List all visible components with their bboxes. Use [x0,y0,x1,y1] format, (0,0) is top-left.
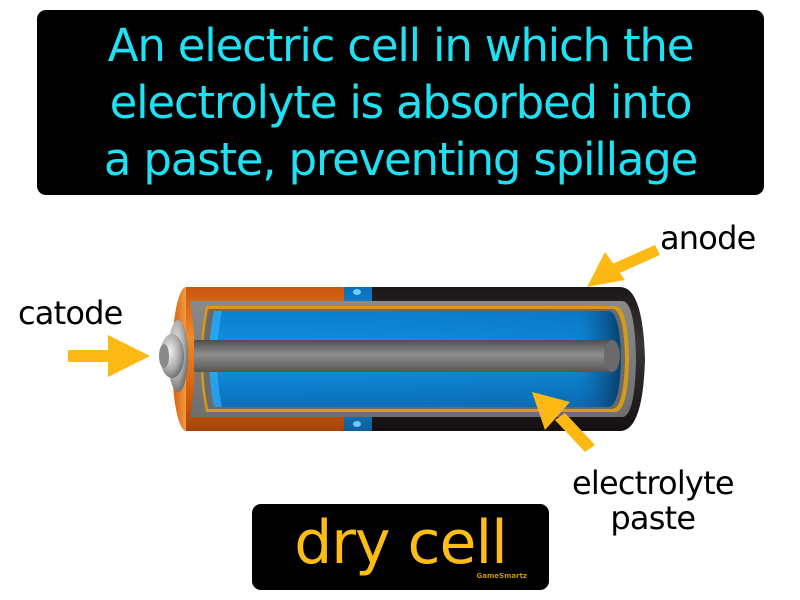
electrolyte-label-line-2: paste [610,499,696,537]
electrolyte-arrow [532,392,595,452]
term-title: dry cell [294,508,508,578]
anode-label: anode [660,219,756,257]
definition-line-3: a paste, preventing spillage [103,133,698,186]
definition-line-1: An electric cell in which the [107,19,695,72]
carbon-rod [194,340,620,372]
anode-arrow [587,245,660,287]
electrolyte-paste-label: electrolyte paste [572,464,735,537]
catode-arrow [68,335,150,377]
definition-line-2: electrolyte is absorbed into [109,76,693,129]
terminal-cap [159,320,188,392]
brand-watermark: GameSmartz [476,572,527,580]
definition-box: An electric cell in which the electrolyt… [37,10,764,195]
catode-label: catode [18,294,123,332]
term-box: dry cell GameSmartz [252,504,549,590]
electrolyte-label-line-1: electrolyte [572,464,735,502]
